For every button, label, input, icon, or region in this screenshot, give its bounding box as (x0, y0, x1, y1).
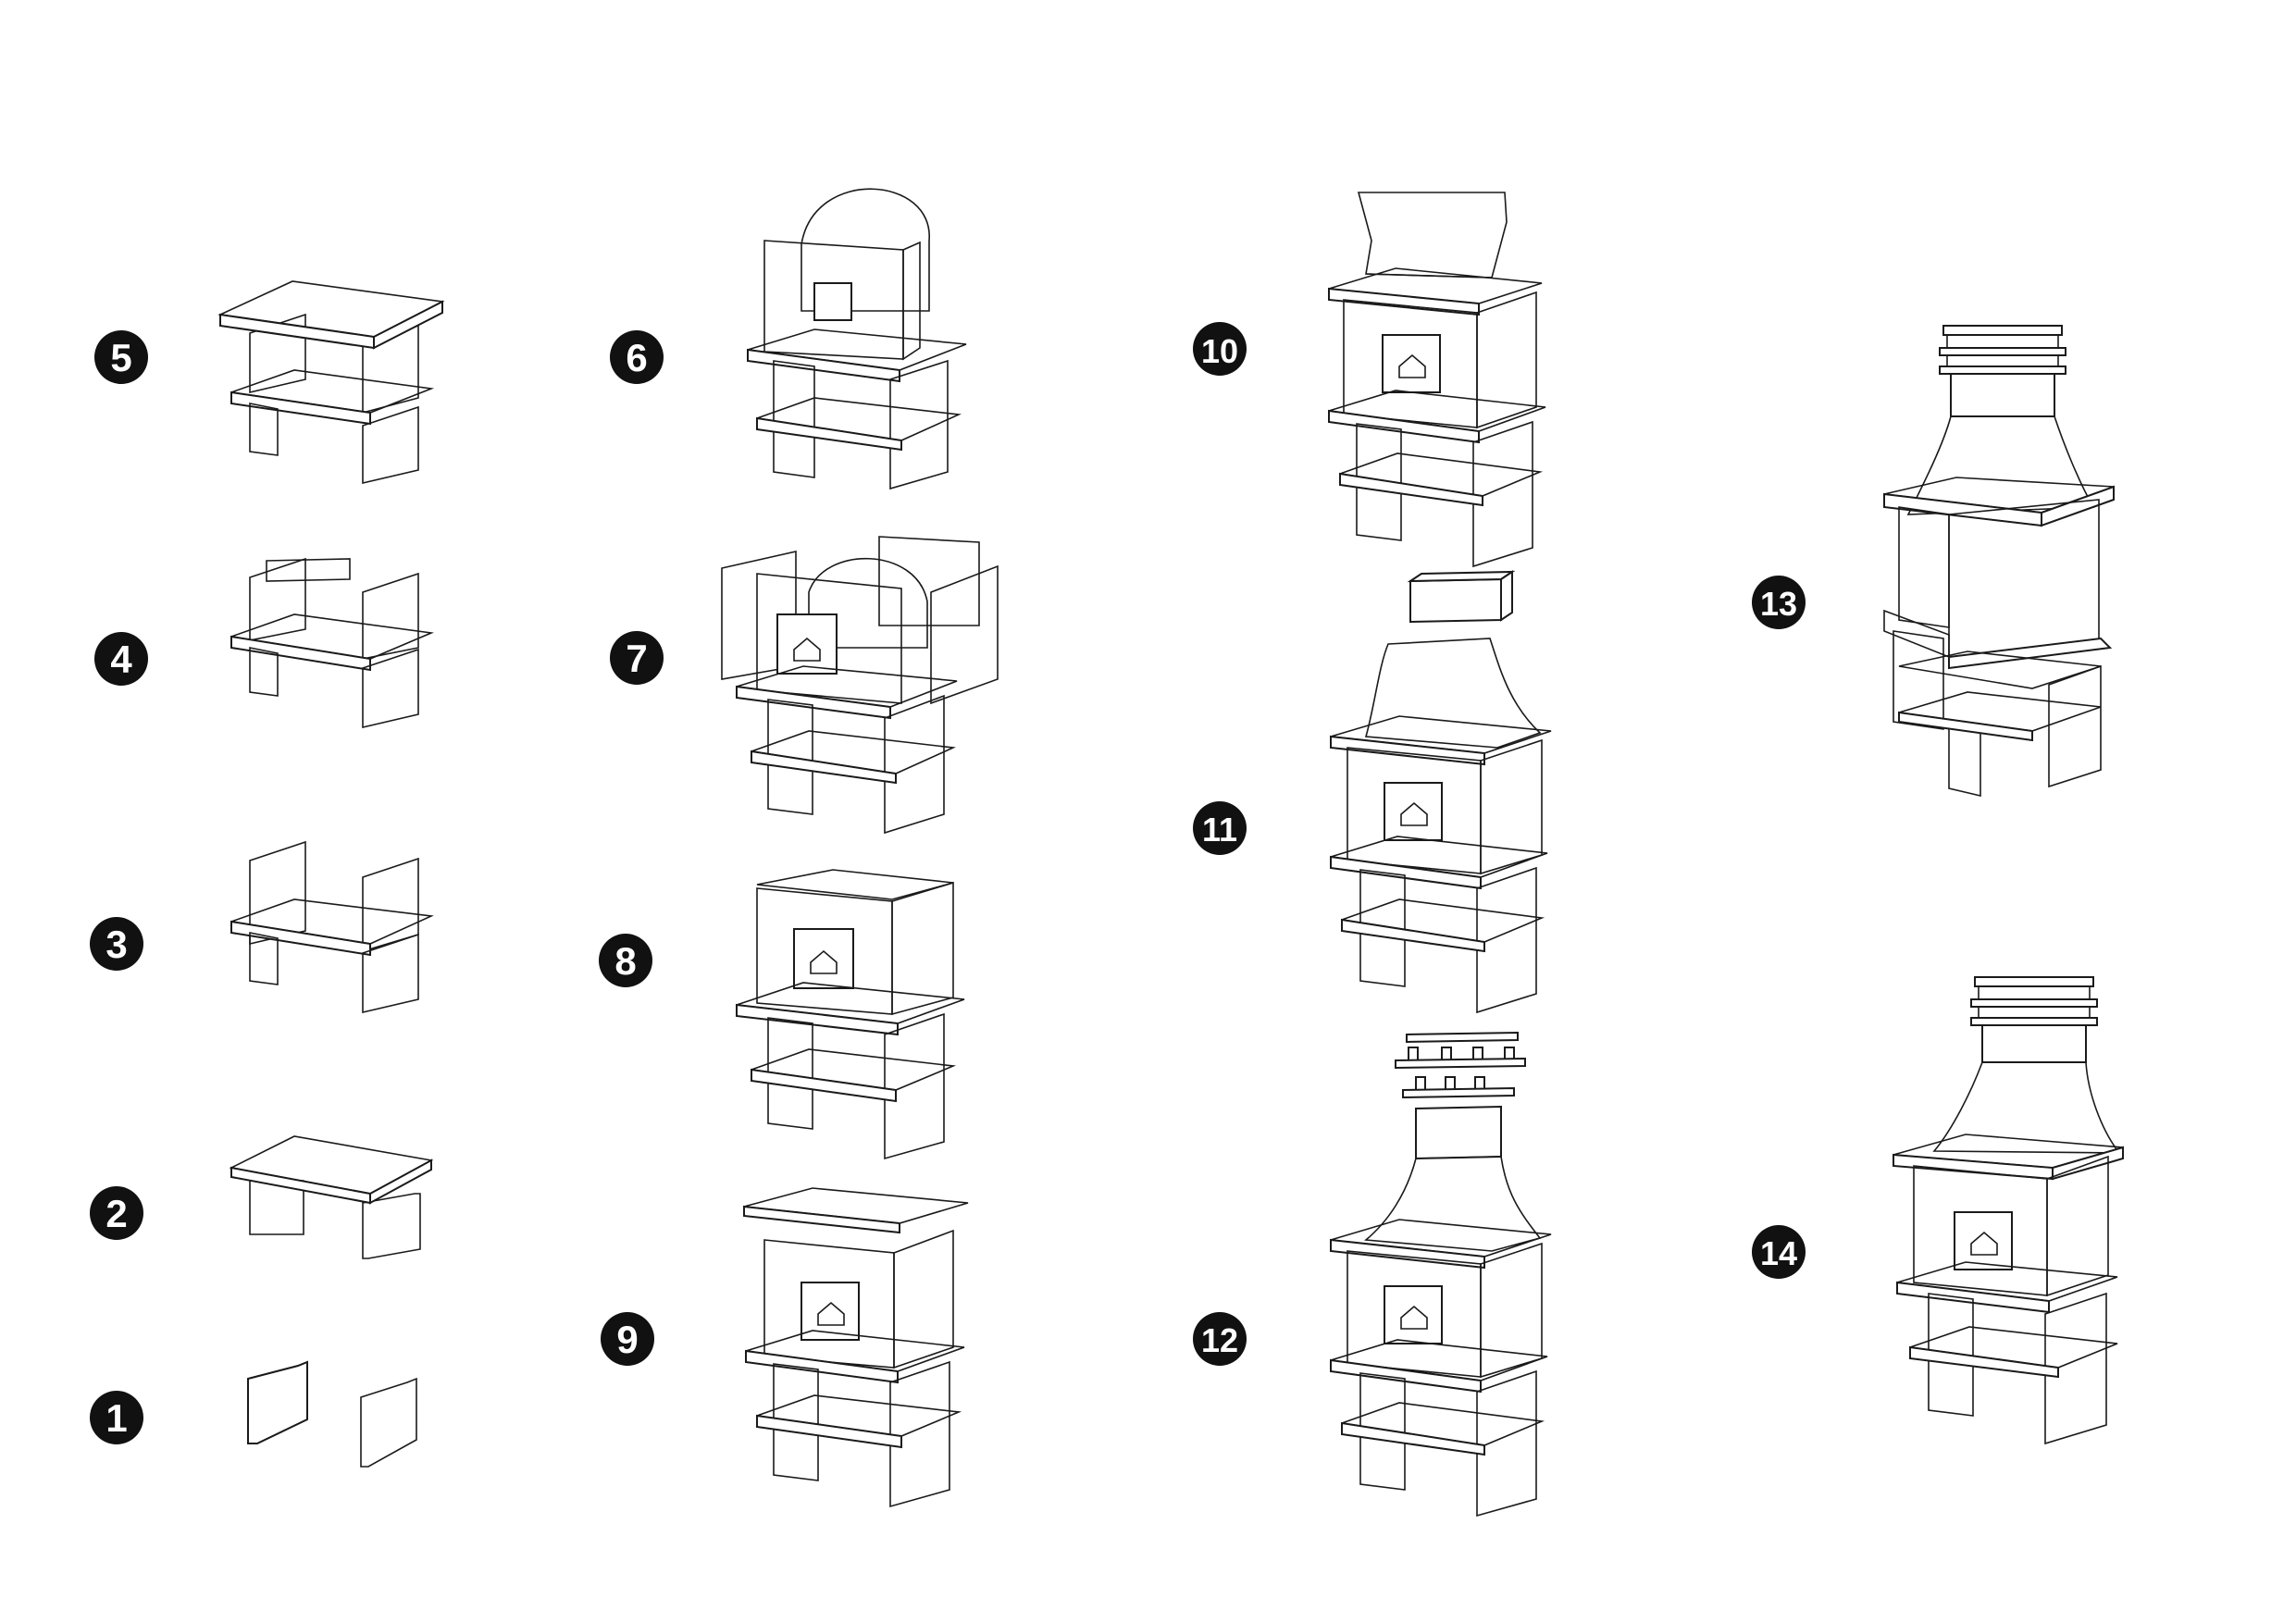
step-badge-1: 1 (90, 1391, 143, 1444)
step-label-7: 7 (626, 637, 647, 680)
step-13-illustration (1883, 325, 2115, 798)
step-11-illustration (1330, 570, 1552, 1014)
step-badge-12: 12 (1193, 1312, 1247, 1366)
step-label-14: 14 (1760, 1234, 1797, 1272)
step-8-illustration (736, 869, 965, 1160)
step-label-5: 5 (110, 336, 131, 379)
step-3-illustration (230, 840, 434, 1014)
step-badge-9: 9 (601, 1312, 654, 1366)
step-10-illustration (1328, 192, 1546, 568)
step-label-4: 4 (110, 638, 132, 681)
step-1-illustration (247, 1360, 417, 1468)
step-badge-6: 6 (610, 330, 664, 384)
step-9-illustration (743, 1187, 969, 1508)
step-badge-13: 13 (1752, 576, 1806, 629)
step-badge-2: 2 (90, 1186, 143, 1240)
step-label-8: 8 (614, 939, 636, 983)
step-badge-11: 11 (1193, 801, 1247, 855)
step-6-illustration (747, 188, 967, 490)
step-label-9: 9 (616, 1318, 638, 1361)
step-12-illustration (1330, 1031, 1552, 1518)
step-7-illustration (721, 536, 999, 835)
step-label-11: 11 (1202, 811, 1237, 849)
step-14-illustration (1893, 976, 2124, 1445)
step-badge-14: 14 (1752, 1225, 1806, 1279)
step-label-2: 2 (105, 1192, 127, 1235)
step-2-illustration (229, 1135, 434, 1259)
step-badge-3: 3 (90, 917, 143, 971)
step-badge-10: 10 (1193, 322, 1247, 376)
step-label-10: 10 (1201, 332, 1238, 370)
step-label-12: 12 (1201, 1321, 1238, 1359)
step-5-illustration (217, 280, 445, 485)
step-badge-8: 8 (599, 934, 652, 987)
step-label-1: 1 (105, 1396, 127, 1440)
step-4-illustration (230, 557, 434, 729)
step-label-3: 3 (105, 923, 127, 966)
step-label-13: 13 (1760, 585, 1797, 623)
step-badge-5: 5 (94, 330, 148, 384)
step-badge-7: 7 (610, 631, 664, 685)
step-badge-4: 4 (94, 632, 148, 686)
step-label-6: 6 (626, 336, 647, 379)
